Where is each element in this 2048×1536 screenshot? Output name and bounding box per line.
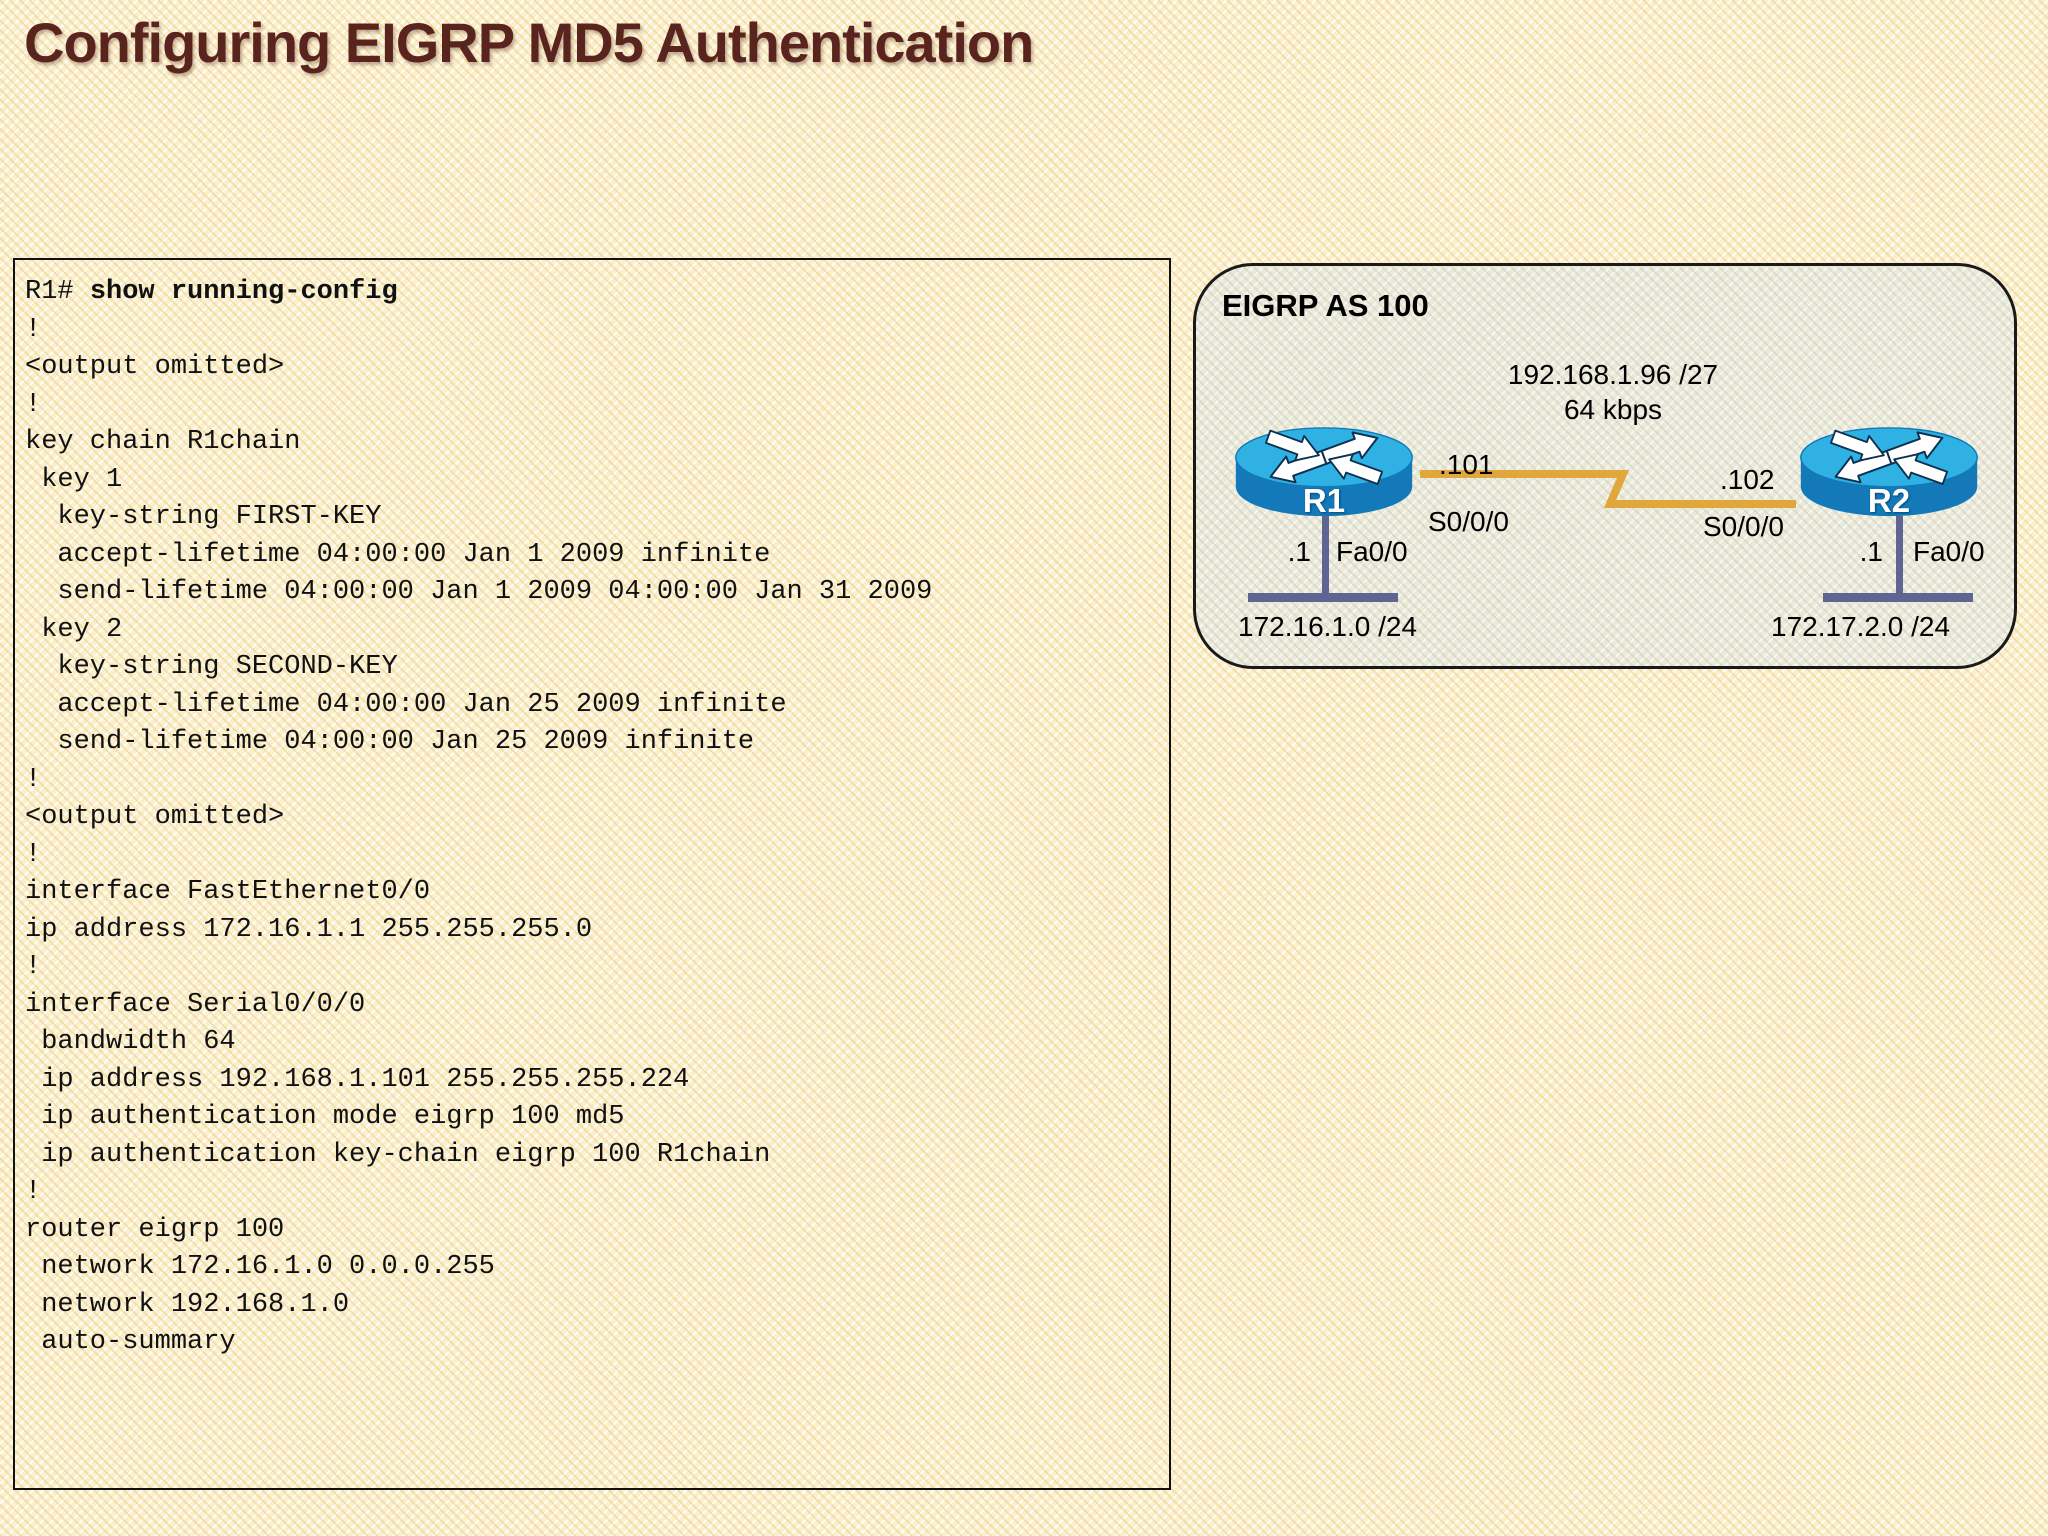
terminal-panel: R1# show running-config ! <output omitte…: [13, 258, 1171, 1490]
terminal-prompt: R1#: [25, 277, 74, 307]
r1-ethernet-stem: [1322, 516, 1329, 593]
r2-lan-ip-label: .1: [1859, 536, 1883, 567]
r1-serial-interface-label: S0/0/0: [1428, 506, 1509, 537]
r2-ethernet-stem: [1896, 516, 1903, 593]
r2-lan-interface-label: Fa0/0: [1913, 536, 1985, 567]
r2-serial-interface-label: S0/0/0: [1703, 511, 1784, 542]
page-title: Configuring EIGRP MD5 Authentication: [24, 11, 1034, 74]
r1-lan-interface-label: Fa0/0: [1336, 536, 1408, 567]
r1-serial-ip-label: .101: [1439, 449, 1494, 480]
router-r2-label: R2: [1867, 482, 1911, 519]
eigrp-as-label: EIGRP AS 100: [1222, 288, 1429, 323]
serial-speed-label: 64 kbps: [1563, 394, 1663, 425]
terminal-command-line: R1# show running-config: [25, 274, 1159, 312]
running-config-text: ! <output omitted> ! key chain R1chain k…: [25, 314, 933, 1358]
r2-serial-ip-label: .102: [1720, 464, 1775, 495]
r2-lan-network-label: 172.17.2.0 /24: [1771, 611, 1951, 642]
r1-lan-network-label: 172.16.1.0 /24: [1238, 611, 1418, 642]
r2-ethernet-segment: [1823, 593, 1973, 602]
r1-ethernet-segment: [1248, 593, 1398, 602]
serial-network-label: 192.168.1.96 /27: [1507, 359, 1719, 390]
network-diagram: EIGRP AS 100 192.168.1.96 /27 64 kbps .1…: [1193, 263, 2017, 669]
router-r2: R2: [1791, 424, 1987, 524]
serial-link-line: [1420, 470, 1796, 508]
r1-lan-ip-label: .1: [1287, 536, 1311, 567]
router-r1: R1: [1226, 424, 1422, 524]
terminal-command: show running-config: [89, 277, 398, 307]
router-r1-label: R1: [1302, 482, 1346, 519]
